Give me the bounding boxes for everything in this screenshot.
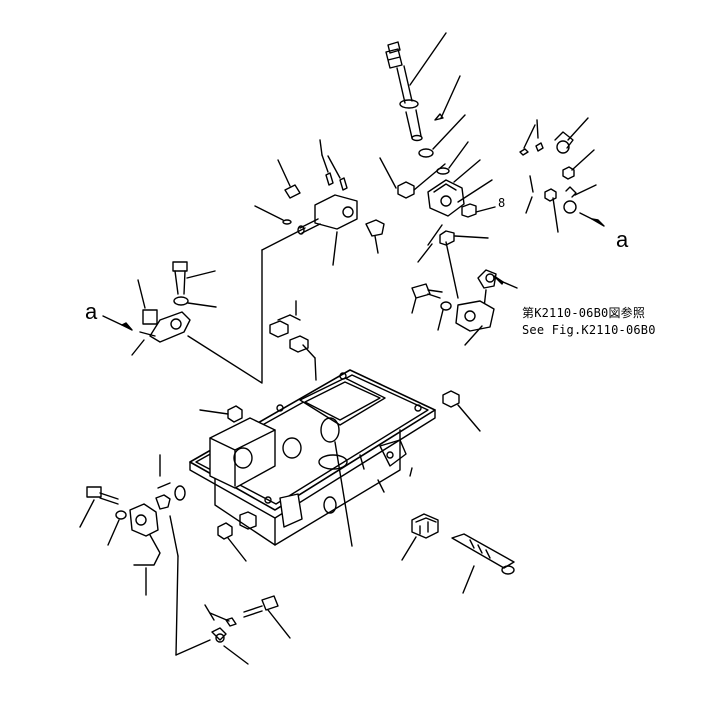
- side-cap-and-arm: [199, 390, 481, 562]
- reference-note-en: See Fig.K2110-06B0: [522, 323, 656, 337]
- pivot-bracket: [254, 139, 446, 266]
- bolt-upper-left: a: [85, 261, 263, 384]
- bushing-group: [269, 300, 317, 381]
- shift-lever-rod: [385, 32, 447, 142]
- bottom-ball-joint: [204, 595, 291, 665]
- transmission-housing: [189, 227, 436, 547]
- splined-shaft: [401, 513, 515, 594]
- callout-a-right: a: [616, 227, 629, 252]
- reference-note-jp: 第K2110-06B0図参照: [522, 305, 645, 320]
- item-number-label: 8: [498, 196, 505, 210]
- ball-joint-and-nuts: a: [519, 117, 629, 252]
- pin-and-washer-small: [418, 75, 466, 158]
- lower-left-lever: [79, 454, 211, 656]
- lever-bracket: 8: [427, 141, 505, 246]
- ball-joint-lever: [411, 241, 518, 346]
- callout-a-left: a: [85, 299, 98, 324]
